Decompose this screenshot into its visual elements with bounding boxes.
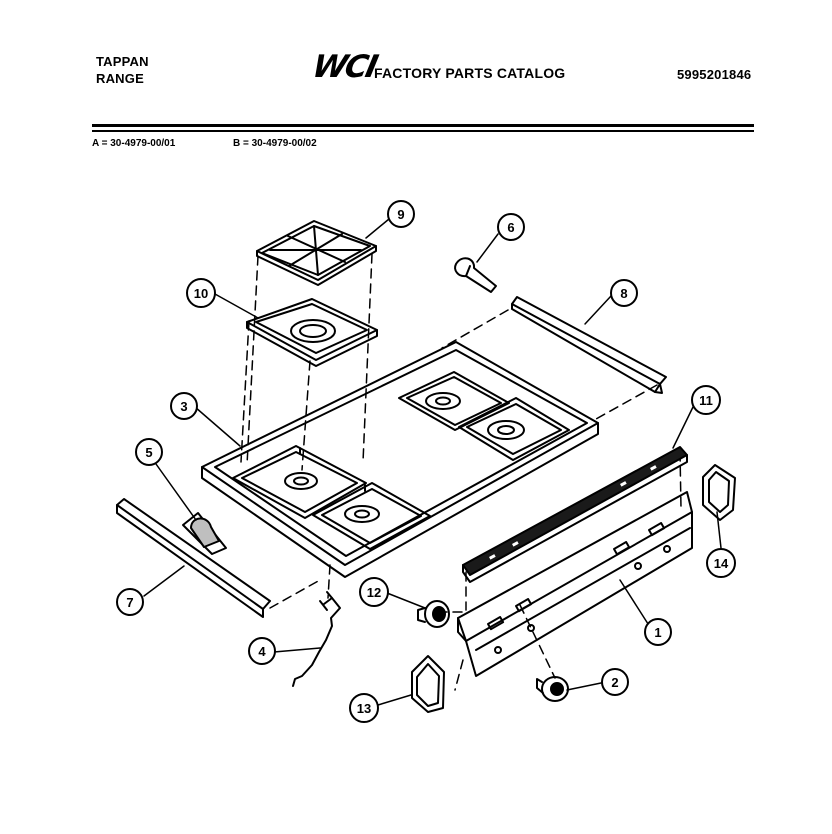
callout-13-number: 13 <box>357 701 371 716</box>
brand-name: TAPPAN <box>96 54 149 69</box>
burner-grate <box>256 220 377 286</box>
front-trim-panel <box>116 498 271 618</box>
callout-7-number: 7 <box>126 595 133 610</box>
header-rule-thin <box>92 130 754 132</box>
callout-2-number: 2 <box>611 675 618 690</box>
callout-7: 7 <box>116 588 144 616</box>
control-panel-strip <box>462 446 688 583</box>
callout-3: 3 <box>170 392 198 420</box>
callout-6: 6 <box>497 213 525 241</box>
leader-lines <box>143 218 722 706</box>
callout-8: 8 <box>610 279 638 307</box>
callout-6-number: 6 <box>507 220 514 235</box>
callout-5-number: 5 <box>145 445 152 460</box>
callout-5: 5 <box>135 438 163 466</box>
callout-11-number: 11 <box>699 393 713 408</box>
callout-1-number: 1 <box>654 625 661 640</box>
callout-14: 14 <box>706 548 736 578</box>
callout-1: 1 <box>644 618 672 646</box>
model-a-label: A = 30-4979-00/01 <box>92 138 176 149</box>
callout-11: 11 <box>691 385 721 415</box>
callout-3-number: 3 <box>180 399 187 414</box>
retaining-clip <box>454 257 497 293</box>
callout-13: 13 <box>349 693 379 723</box>
drip-pan <box>246 298 378 367</box>
control-knob-left <box>417 600 450 628</box>
end-cap-right <box>702 464 736 521</box>
callout-4-number: 4 <box>258 644 266 659</box>
callout-12-number: 12 <box>367 585 381 600</box>
rear-trim-strip <box>511 296 667 394</box>
callout-14-number: 14 <box>714 556 729 571</box>
callout-12: 12 <box>359 577 389 607</box>
mounting-bracket <box>182 512 227 555</box>
catalog-number: 5995201846 <box>677 67 752 82</box>
callout-8-number: 8 <box>620 286 627 301</box>
header-rule <box>92 124 754 127</box>
callout-2: 2 <box>601 668 629 696</box>
callout-9: 9 <box>387 200 415 228</box>
callout-9-number: 9 <box>397 207 404 222</box>
catalog-title: FACTORY PARTS CATALOG <box>374 65 566 81</box>
assembly-guide-lines <box>240 253 682 691</box>
callout-10: 10 <box>186 278 216 308</box>
callout-4: 4 <box>248 637 276 665</box>
product-type: RANGE <box>96 71 144 86</box>
ignitor-wire <box>292 591 341 687</box>
model-b-label: B = 30-4979-00/02 <box>233 138 317 149</box>
control-knob-right <box>536 676 569 702</box>
callout-10-number: 10 <box>194 286 208 301</box>
cooktop-main-top <box>201 341 599 578</box>
control-manifold-panel <box>457 491 693 677</box>
end-cap-left <box>411 655 445 713</box>
